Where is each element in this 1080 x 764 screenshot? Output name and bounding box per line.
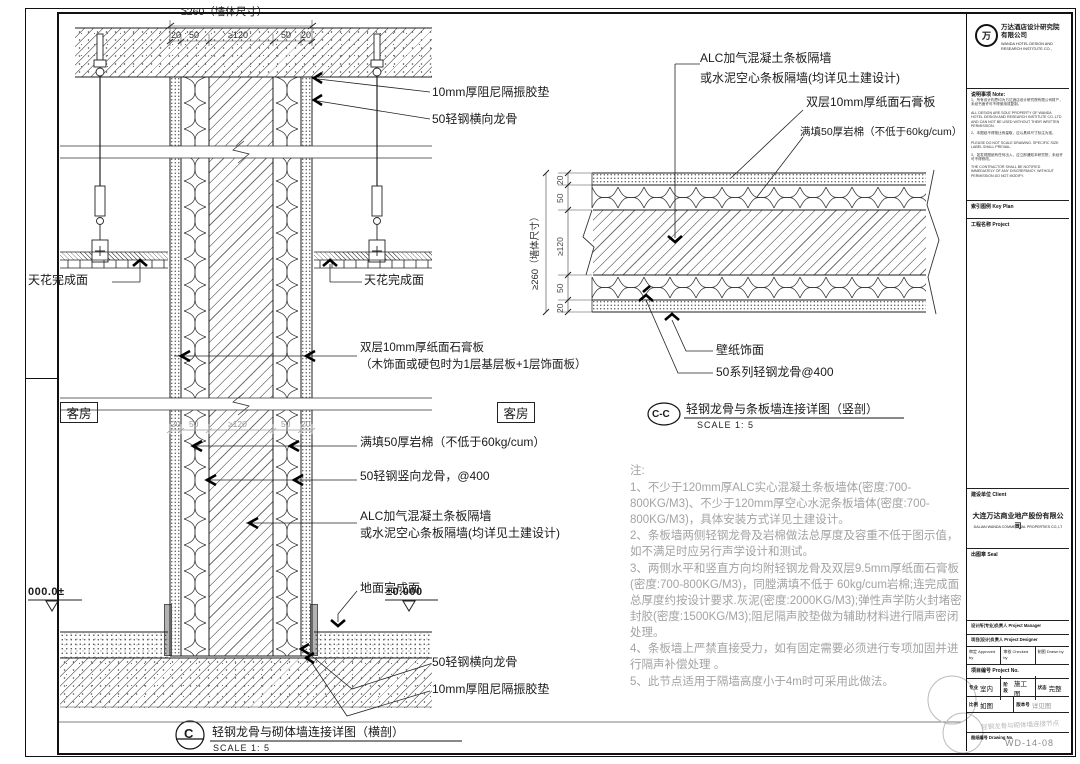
drawing-no-value: WD-14-08 (1005, 738, 1055, 748)
version-label: 版本号 (1016, 701, 1030, 707)
titleblock-approvals-row: 审定 Approved by 审核 Checked by 制图 Drawn by (967, 646, 1069, 664)
titleblock-company-row: 万 万达酒店设计研究院有限公司 WANDA HOTEL DESIGN AND R… (967, 12, 1069, 88)
titleblock-pm-row: 设计所(专业)负责人 Project Manager (967, 620, 1069, 634)
project-manager-label: 设计所(专业)负责人 Project Manager (971, 623, 1042, 628)
approved-by-cell: 审定 Approved by (967, 647, 1002, 664)
room-label-right: 客房 (497, 402, 535, 423)
copyright-line: THE CONTRACTOR SHALL BE NOTIFIED IMMEDIA… (971, 165, 1054, 178)
annotation-gypsum-line1: 双层10mm厚纸面石膏板 (360, 342, 484, 354)
binding-margin-tick (25, 378, 57, 379)
cc-annotation-gypsum: 双层10mm厚纸面石膏板 (806, 95, 936, 109)
caption-cc-title: 轻钢龙骨与条板墙连接详图（竖剖） (686, 402, 879, 416)
copyright-line: 3、如发现图纸有任何出入，应立即通知本研究院，未经许可不得修改。 (971, 153, 1063, 162)
cc-annotation-alc-line2: 或水泥空心条板隔墙(均详见土建设计) (700, 71, 900, 85)
notes-block: 注: 1、不少于120mm厚ALC实心混凝土条板墙体(密度:700-800KG/… (630, 464, 962, 692)
client-name-cn: 大连万达商业地产股份有限公司 (972, 513, 1064, 530)
level-marker-left: 000.0± (28, 586, 65, 598)
titleblock-stamp-row: 轻钢龙骨与砌体墙连接节点 (967, 712, 1069, 732)
company-name-cn: 万达酒店设计研究院有限公司 (1001, 24, 1060, 40)
dim-seg: 50 (189, 30, 200, 40)
mid-dim-seg: 20 (171, 419, 181, 429)
titleblock-keyplan-row: 索引图例 Key Plan (967, 200, 1069, 218)
dim-seg: ≥120 (228, 30, 248, 40)
annotation-damper-top: 10mm厚阻尼隔振胶垫 (432, 85, 550, 99)
drawing-no-label: 图纸编号 Drawing No. (971, 735, 1014, 740)
note-item: 4、条板墙上严禁直接受力，如有固定需要必须进行专项加固并进行隔声补偿处理 。 (630, 643, 959, 672)
keyplan-label: 索引图例 Key Plan (971, 204, 1014, 210)
mid-dim-seg: ≥120 (228, 419, 247, 429)
project-designer-label: 项目(设计)负责人 Project Designer (971, 637, 1038, 642)
checked-by-cell: 审核 Checked by (1001, 647, 1036, 664)
mid-dim-seg: 20 (301, 419, 311, 429)
annotation-alc-line2: 或水泥空心条板隔墙(均详见土建设计) (360, 526, 560, 540)
note-item: 3、两侧水平和竖直方向均附轻钢龙骨及双层9.5mm厚纸面石膏板(密度:700-8… (630, 563, 962, 639)
titleblock-drawingno-row: 图纸编号 Drawing No. WD-14-08 (967, 732, 1069, 751)
annotation-stud: 50轻钢竖向龙骨，@400 (360, 469, 490, 483)
titleblock-pd-row: 项目(设计)负责人 Project Designer (967, 634, 1069, 646)
client-label: 建设单位 Client (971, 492, 1007, 498)
titleblock-client-row: 建设单位 Client 大连万达商业地产股份有限公司 DALIAN WANDA … (967, 488, 1069, 548)
titleblock-discipline-row: 专业 室内 阶段 施工图 状态 完整 (967, 675, 1069, 700)
discipline-value: 室内 (980, 685, 993, 693)
annotation-horizontal-keel-bottom: 50轻钢横向龙骨 (432, 655, 518, 669)
sheet-outer-border (25, 8, 1076, 757)
annotation-rockwool: 满填50厚岩棉（不低于60kg/cum） (360, 435, 546, 449)
caption-cc-scale: SCALE 1: 5 (697, 420, 755, 430)
titleblock-scale-row: 比例 如图 版本号 详见图 (967, 696, 1069, 712)
stage-value: 施工图 (1013, 680, 1027, 698)
project-label: 工程名称 Project (971, 222, 1010, 228)
version-value: 详见图 (1031, 702, 1052, 710)
copyright-line: ALL DESIGN ARE SOLE PROPERTY OF WANDA HO… (971, 111, 1062, 129)
note-item: 5、此节点适用于隔墙高度小于4m时可采用此做法。 (630, 676, 894, 689)
scale-value: 如图 (980, 702, 993, 710)
notes-title: 注: (630, 465, 645, 477)
room-label-left: 客房 (60, 402, 98, 423)
project-no-label: 项目编号 Project No. (971, 668, 1019, 674)
dim-seg: 50 (281, 30, 292, 40)
note-item: 2、条板墙两侧轻钢龙骨及岩棉做法总厚度及容重不低于图示值，如不满足时应另行声学设… (630, 530, 959, 559)
titleblock-note-row: 说明事项 Note: 1、所有设计构思均为万达酒店设计研究院有限公司财产，未经书… (967, 88, 1069, 200)
caption-cc-id: C-C (652, 409, 670, 420)
client-name-en: DALIAN WANDA COMMERCIAL PROPERTIES CO.,L… (973, 525, 1063, 529)
copyright-line: 1、所有设计构思均为万达酒店设计研究院有限公司财产，未经书面许可不得使用或复制。 (971, 98, 1063, 107)
copyright-line: PLEASE DO NOT SCALE DRAWING. SPECIFIC SI… (971, 141, 1059, 150)
scale-label: 比例 (969, 701, 978, 707)
mid-dim-seg: 50 (281, 419, 291, 429)
status-label: 状态 (1037, 684, 1047, 690)
annotation-ceiling-right: 天花完成面 (364, 273, 425, 287)
annotation-alc-line1: ALC加气混凝土条板隔墙 (360, 509, 492, 523)
copyright-line: 2、本图纸不得按比例量取，应以具体尺寸标注为准。 (971, 131, 1056, 135)
stage-label: 阶段 (1003, 681, 1008, 693)
company-name-en: WANDA HOTEL DESIGN AND RESEARCH INSTITUT… (1001, 42, 1053, 51)
cc-annotation-wallpaper: 壁纸饰面 (716, 343, 765, 357)
dim-seg: 20 (301, 30, 312, 40)
cc-annotation-rockwool: 满填50厚岩棉（不低于60kg/cum） (800, 126, 963, 138)
note-label: 说明事项 Note: (971, 92, 1006, 98)
titleblock-seal-row: 出图章 Seal (967, 548, 1069, 620)
cc-annotation-keel: 50系列轻钢龙骨@400 (716, 365, 834, 379)
caption-c-scale: SCALE 1: 5 (213, 743, 271, 753)
seal-label: 出图章 Seal (971, 552, 998, 558)
annotation-damper-bottom: 10mm厚阻尼隔振胶垫 (432, 682, 550, 696)
drawn-by-cell: 制图 Drawn by (1037, 649, 1064, 654)
status-value: 完整 (1048, 685, 1062, 693)
note-item: 1、不少于120mm厚ALC实心混凝土条板墙体(密度:700-800KG/M3)… (630, 481, 930, 526)
titleblock-projectno-row: 项目编号 Project No. (967, 664, 1069, 678)
caption-c-title: 轻钢龙骨与砌体墙连接详图（横剖） (212, 725, 405, 739)
level-marker-right: ±0.000 (386, 586, 423, 598)
cc-annotation-alc-line1: ALC加气混凝土条板隔墙 (700, 51, 832, 65)
annotation-floor-finish: 地面完成面 (360, 581, 421, 595)
caption-c-id: C (184, 726, 194, 741)
wanda-logo-icon: 万 (975, 24, 998, 47)
mid-dim-seg: 50 (189, 419, 199, 429)
dim-seg: 20 (171, 30, 182, 40)
sheet-inner-border (57, 12, 1073, 755)
titleblock-project-row: 工程名称 Project (967, 218, 1069, 488)
annotation-horizontal-keel-top: 50轻钢横向龙骨 (432, 112, 518, 126)
title-block: 万 万达酒店设计研究院有限公司 WANDA HOTEL DESIGN AND R… (966, 12, 1069, 751)
annotation-gypsum-line2: （木饰面或硬包时为1层基层板+1层饰面板） (360, 359, 587, 371)
discipline-label: 专业 (969, 684, 978, 690)
